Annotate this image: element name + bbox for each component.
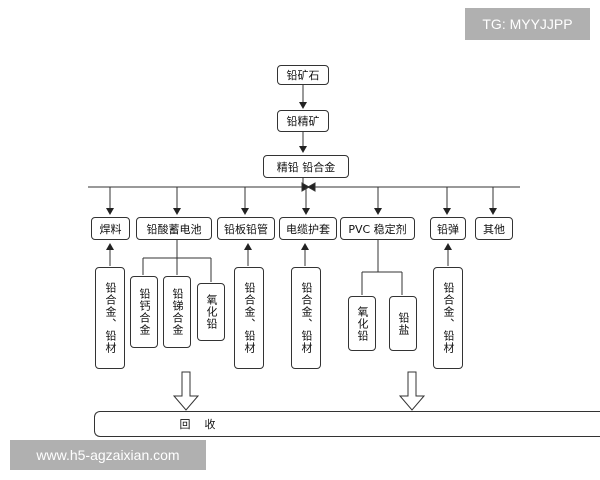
material-pvc-salt: 铅盐: [389, 296, 417, 351]
node-refined: 精铅 铅合金: [263, 155, 349, 178]
app-lead-acid-battery: 铅酸蓄电池: [136, 217, 212, 240]
app-cable-sheath: 电缆护套: [279, 217, 337, 240]
watermark-top: TG: MYYJJPP: [465, 8, 590, 40]
recycle-arrow-right: [398, 371, 426, 411]
material-battery-oxide: 氧化铅: [197, 283, 225, 341]
material-pvc-oxide: 氧化铅: [348, 296, 376, 351]
material-solder: 铅合金、铅材: [95, 267, 125, 369]
watermark-bottom: www.h5-agzaixian.com: [10, 440, 206, 470]
material-battery-antimony: 铅锑合金: [163, 276, 191, 348]
node-concentrate: 铅精矿: [277, 110, 329, 132]
app-lead-plate-pipe: 铅板铅管: [217, 217, 275, 240]
recycle-arrow-left: [172, 371, 200, 411]
material-shot: 铅合金、铅材: [433, 267, 463, 369]
app-lead-shot: 铅弹: [430, 217, 466, 240]
app-other: 其他: [475, 217, 513, 240]
node-recycle: 回收: [94, 411, 600, 437]
node-ore: 铅矿石: [277, 65, 329, 85]
app-solder: 焊料: [91, 217, 130, 240]
material-cable: 铅合金、铅材: [291, 267, 321, 369]
material-plate: 铅合金、铅材: [234, 267, 264, 369]
material-battery-calcium: 铅钙合金: [130, 276, 158, 348]
app-pvc-stabilizer: PVC 稳定剂: [340, 217, 415, 240]
bus-arrow-left: [306, 182, 316, 192]
